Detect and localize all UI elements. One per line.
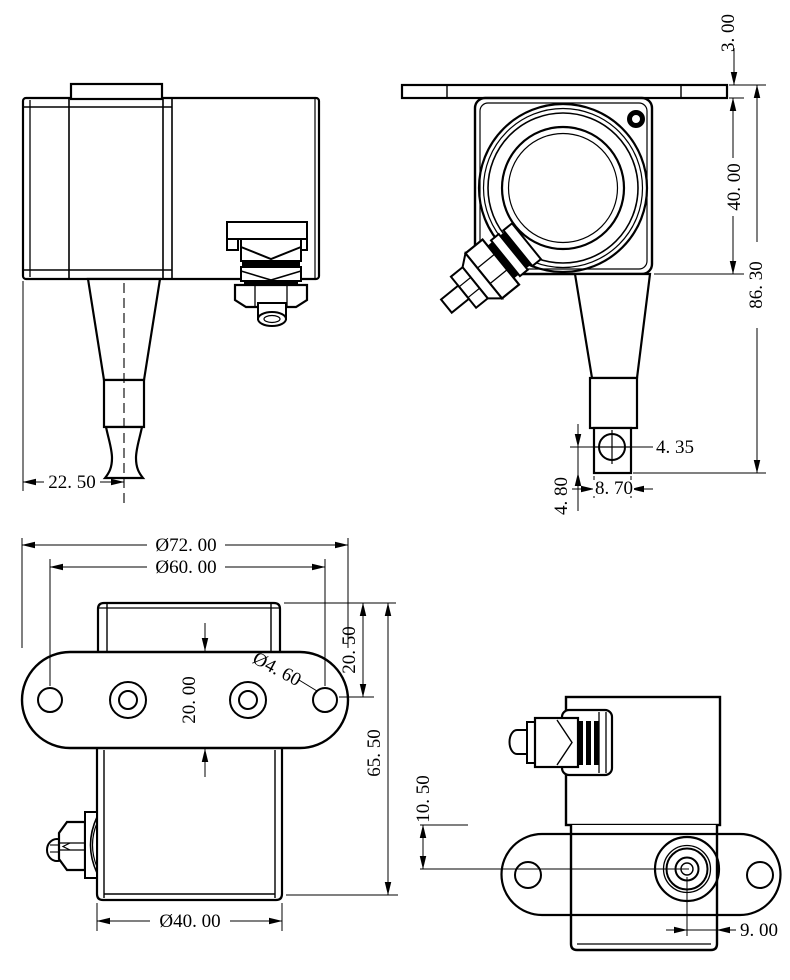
dimension-65-50: 65. 50 [286,602,398,896]
dimension-22-50: 22. 50 [22,281,125,493]
dim-label-overall-depth: 65. 50 [364,729,385,777]
dimension-20-50: 20. 50 [284,602,396,698]
mounting-flange-plate [400,83,729,100]
dim-label-step-to-hole-axis: 10. 50 [413,775,434,823]
dimension-3-00: 3. 00 [718,14,766,99]
dimension-20-00: 20. 00 [179,623,209,777]
dimension-10-50: 10. 50 [413,775,689,870]
mount-hole-left [514,861,542,889]
boss-hole [109,681,147,719]
dim-label-overall-height: 86. 30 [746,261,767,309]
dimension-4-60: Ø4. 60 [249,648,318,692]
lower-body [569,825,719,952]
mounting-flange-plate [500,832,782,917]
corner-screw-hole [627,110,645,128]
side-view: 22. 50 [21,82,321,503]
dim-label-body-to-probe-axis: 22. 50 [48,472,96,493]
front-view: 3. 00 40. 00 86. 30 4. 35 8. 70 [400,14,767,515]
dimension-40-00: 40. 00 [654,97,745,275]
dimension-86-30: 86. 30 [633,84,767,474]
dim-label-flange-to-body-bottom: 40. 00 [724,163,745,211]
dim-label-tab-hole-to-end: 4. 80 [551,477,572,515]
boss-hole-inner [118,690,138,710]
boss-hole-inner [238,690,258,710]
dim-label-flange-width: 20. 00 [179,676,200,724]
mount-hole-left [37,687,63,713]
upper-body [96,601,282,652]
mount-hole-right [312,687,338,713]
lower-body [95,748,284,902]
side-cable-gland [508,708,614,777]
dim-label-mount-hole-span: Ø60. 00 [155,557,216,578]
mounting-flange-plate [20,650,350,750]
cable-gland-connector [226,221,309,327]
dimension-8-70: 8. 70 [572,476,653,499]
dim-label-tab-width: 8. 70 [595,478,633,499]
dim-label-tab-hole-dia: 4. 35 [656,437,694,458]
right-side-view: 10. 50 9. 00 [413,695,782,952]
dimension-9-00: 9. 00 [666,877,778,941]
neck-block [588,376,639,430]
dimension-72-00: Ø72. 00 [21,535,349,648]
tapered-neck [573,272,652,380]
dimension-40-00-dia: Ø40. 00 [96,903,283,932]
mount-hole-right [746,861,774,889]
dim-label-flange-length: Ø72. 00 [155,535,216,556]
dim-label-hole-axis-to-edge: 9. 00 [740,920,778,941]
top-view: Ø72. 00 Ø60. 00 20. 50 65. 50 20. 00 [20,535,398,932]
dim-label-body-top-to-hole-axis: 20. 50 [339,626,360,674]
dimension-60-00: Ø60. 00 [49,557,326,686]
boss-hole [229,681,267,719]
dim-label-body-dia: Ø40. 00 [159,911,220,932]
top-tab [69,82,164,101]
dim-label-flange-thickness: 3. 00 [718,14,739,52]
dimension-4-35: 4. 35 [626,437,694,458]
dimension-4-80: 4. 80 [551,424,603,515]
lens-rings [477,102,649,274]
angled-cable-gland [439,221,543,315]
side-cable-gland [46,811,98,879]
